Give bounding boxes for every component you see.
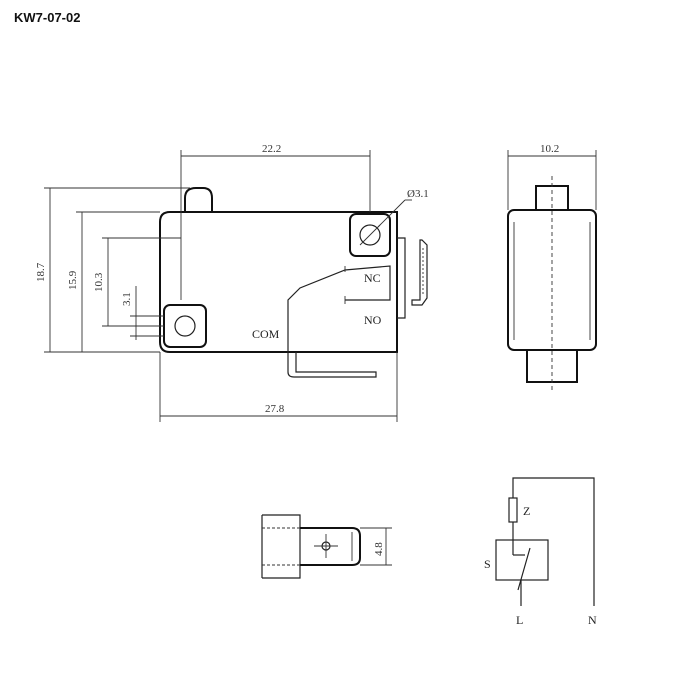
label-s: S (484, 557, 491, 571)
switch-box (495, 539, 549, 581)
dim-side-width-value: 10.2 (540, 143, 559, 155)
hole-diameter-label: Ø3.1 (407, 188, 429, 200)
dim-height-body-value: 15.9 (67, 270, 79, 290)
no-label: NO (364, 313, 382, 327)
com-label: COM (252, 327, 280, 341)
actuator (184, 187, 213, 212)
side-view: 10.2 (507, 143, 597, 390)
dim-heights: 18.7 15.9 10.3 3.1 (35, 187, 190, 353)
dim-top-width: 22.2 (180, 143, 371, 212)
dim-base-width: 27.8 (159, 352, 398, 422)
terminal-blade (411, 239, 428, 306)
drawing-title: KW7-07-02 (14, 10, 81, 25)
resistor-z (508, 497, 518, 523)
dim-height-total-value: 18.7 (35, 262, 47, 282)
front-view: NC NO COM Ø3.1 (159, 187, 429, 378)
com-terminal (287, 352, 377, 378)
label-z: Z (523, 504, 530, 518)
dim-height-hole-value: 3.1 (121, 292, 133, 306)
dim-base-width-value: 27.8 (265, 403, 285, 415)
label-l: L (516, 613, 523, 627)
dim-top-width-value: 22.2 (262, 143, 281, 155)
mounting-hole-left (163, 304, 207, 348)
side-body (507, 209, 597, 351)
terminal-detail: 4.8 (261, 514, 392, 579)
terminal-tab (300, 527, 361, 566)
circuit-schematic: Z S L N (484, 477, 597, 627)
dim-height-mid-value: 10.3 (93, 272, 105, 292)
switch-body (159, 211, 398, 353)
label-n: N (588, 613, 597, 627)
nc-label: NC (364, 271, 381, 285)
mounting-hole-right (349, 213, 391, 257)
dim-terminal-width-value: 4.8 (373, 542, 385, 556)
